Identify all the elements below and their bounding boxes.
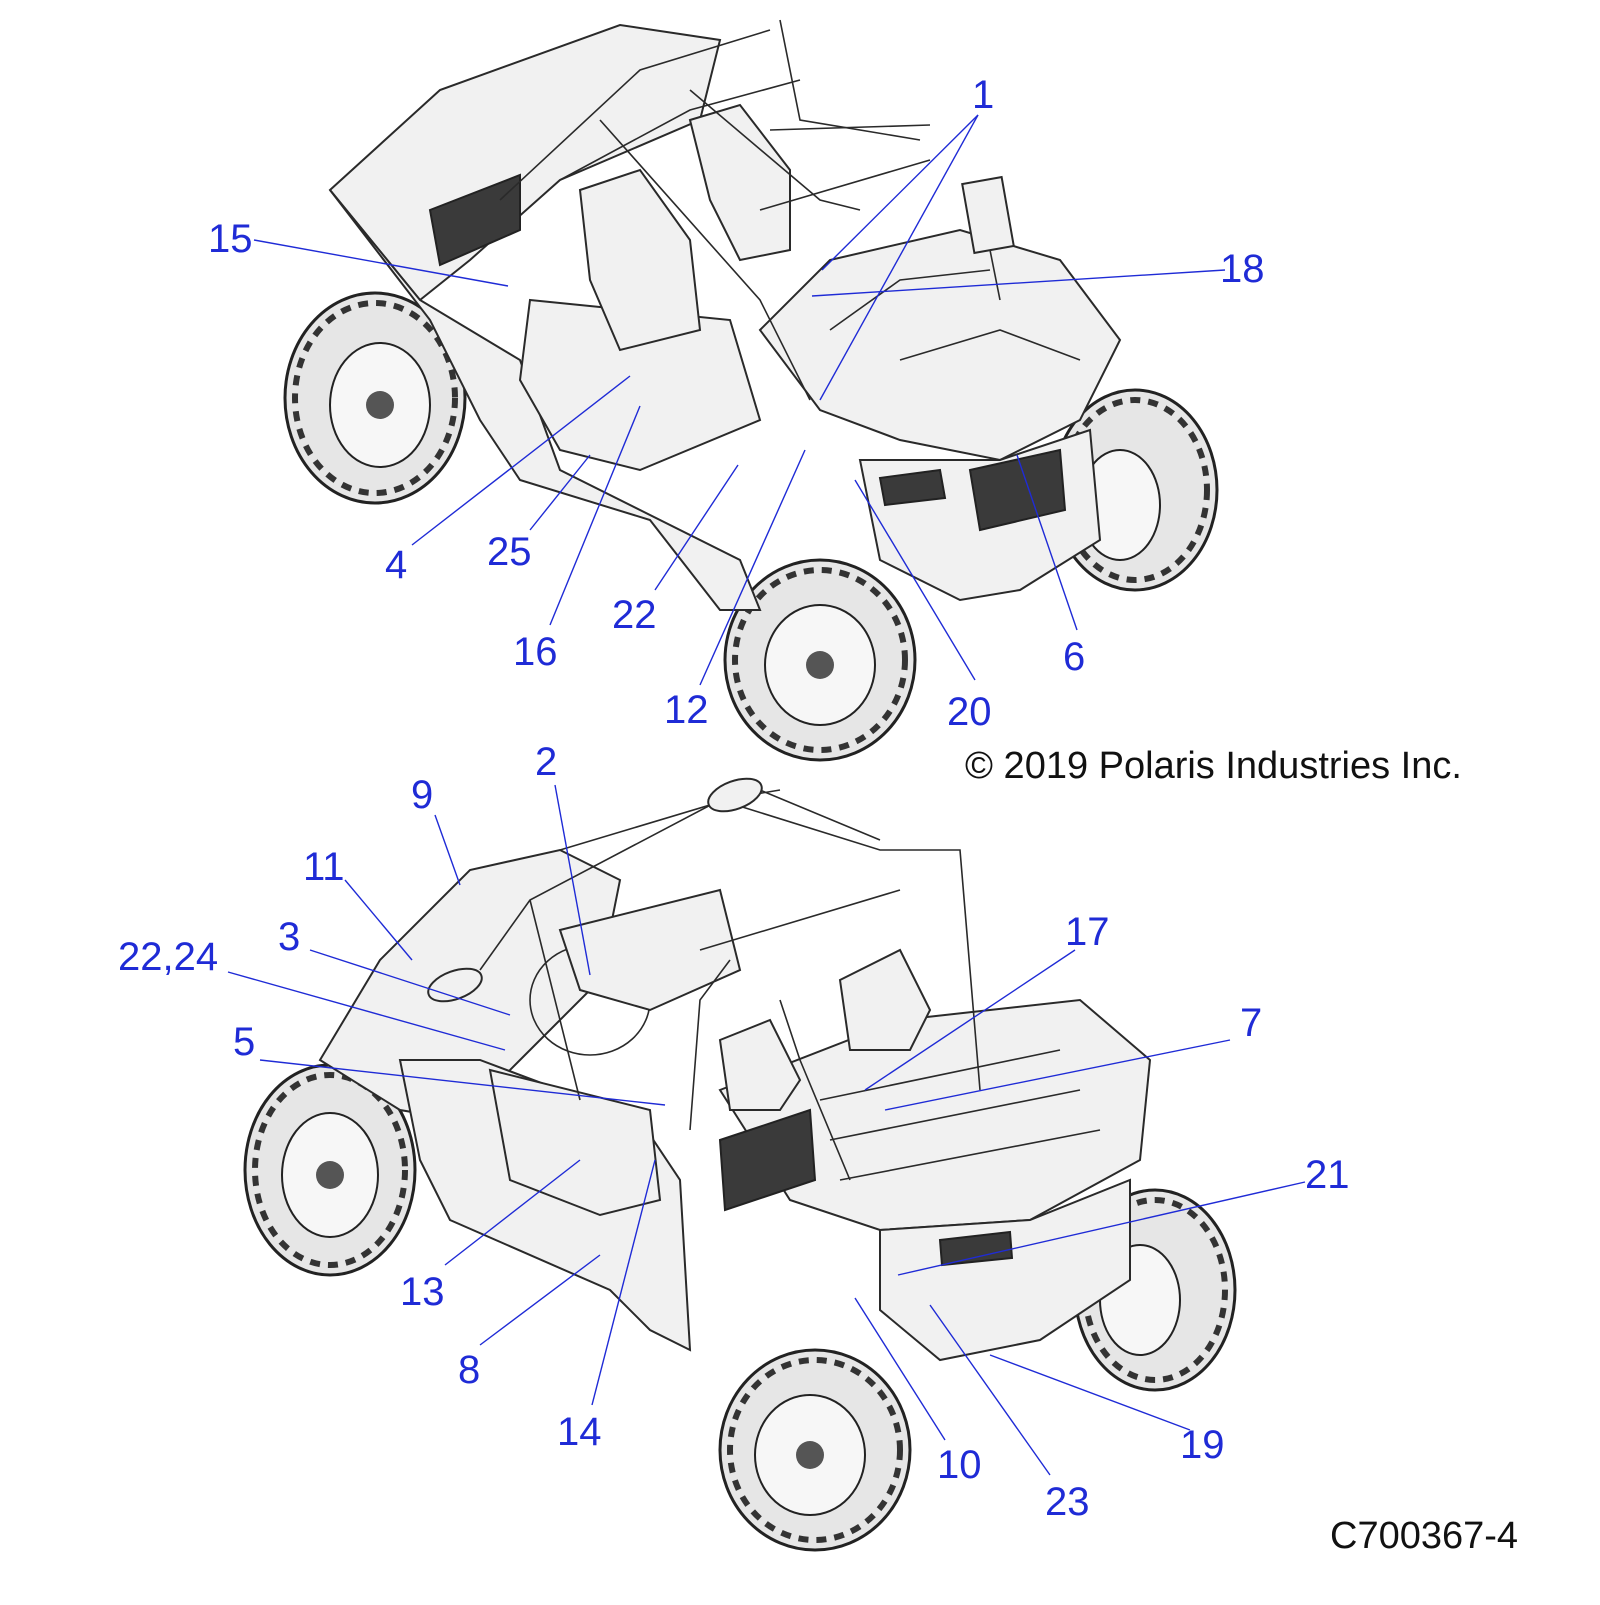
tail-light-bottom (938, 1230, 1014, 1267)
side-vent-bottom (718, 1108, 817, 1212)
roll-cage-bottom (479, 789, 981, 1181)
callout-label: 9 (411, 773, 433, 817)
seat-right-bottom (838, 948, 932, 1051)
roof-bars-top (759, 124, 931, 211)
leader-line-8 (479, 1254, 601, 1346)
leader-line-17 (864, 949, 1076, 1091)
seat-left-bottom (718, 1018, 802, 1111)
copyright-notice: © 2019 Polaris Industries Inc. (965, 745, 1462, 787)
callout-label: 18 (1220, 247, 1265, 291)
callout-label: 14 (557, 1410, 602, 1454)
leader-line-22-24 (227, 971, 506, 1051)
hood-lines-top (829, 269, 1081, 361)
leader-line-6 (1016, 454, 1078, 631)
leader-line-11 (344, 879, 413, 961)
callout-label: 13 (400, 1270, 445, 1314)
vehicle-top (283, 19, 1219, 762)
callout-label: 1 (972, 73, 994, 117)
callout-label: 12 (664, 688, 709, 732)
leader-line-9 (434, 814, 461, 886)
leader-line-13 (444, 1159, 581, 1266)
leader-line-4 (411, 375, 631, 546)
door-bottom (488, 1068, 662, 1217)
tire-bottom-left (243, 1063, 417, 1277)
callout-label: 11 (303, 845, 345, 889)
callout-label: 10 (937, 1443, 982, 1487)
callout-label: 2 (535, 740, 557, 784)
leader-line-21 (897, 1181, 1306, 1276)
leader-line-5 (259, 1059, 666, 1106)
cargo-bed-bottom (718, 998, 1152, 1232)
leader-line-19 (989, 1354, 1191, 1431)
callout-label: 4 (385, 543, 407, 587)
callout-label: 8 (458, 1348, 480, 1392)
callout-label: 3 (278, 915, 300, 959)
callout-label: 5 (233, 1020, 255, 1064)
leader-line-22 (654, 464, 739, 591)
leader-line-12 (699, 449, 806, 686)
tire-top-rear (283, 291, 467, 505)
callout-label: 20 (947, 690, 992, 734)
door-top (518, 298, 762, 472)
drawing-number: C700367-4 (1330, 1515, 1519, 1557)
rear-vent (428, 173, 521, 267)
tire-top-front-left (723, 558, 917, 762)
grille-top (968, 448, 1067, 532)
mirror-bottom-right (707, 777, 763, 813)
mirror-arm-top (989, 249, 1001, 301)
mirror-top (961, 175, 1015, 255)
leader-line-18 (811, 269, 1226, 297)
callout-label: 21 (1305, 1153, 1350, 1197)
callout-labels: 1 2 3 4 5 6 7 8 9 10 11 12 13 14 15 16 1… (118, 73, 1350, 1524)
roll-cage-top (499, 19, 921, 401)
seat-right-top (688, 103, 791, 262)
callout-label: 23 (1045, 1480, 1090, 1524)
headlight-top (878, 468, 947, 507)
callout-label: 7 (1240, 1001, 1262, 1045)
leader-line-3 (309, 949, 511, 1016)
hood-top (758, 228, 1122, 462)
leader-line-20 (854, 479, 976, 681)
leader-line-15 (253, 239, 509, 287)
leader-line-23 (929, 1304, 1051, 1476)
callout-label: 22 (612, 593, 657, 637)
vehicle-bottom (243, 777, 1237, 1552)
dash-bottom (558, 888, 742, 1012)
body-side-top (329, 189, 762, 611)
callout-label: 19 (1180, 1423, 1225, 1467)
leader-line-7 (884, 1039, 1231, 1111)
leader-line-14 (591, 1159, 656, 1406)
tire-bottom-front (718, 1348, 912, 1552)
bed-texture-bottom (819, 1049, 1101, 1181)
callout-label: 25 (487, 530, 532, 574)
rear-fascia-bottom (879, 1178, 1131, 1362)
leader-line-10 (854, 1297, 946, 1441)
leader-line-2 (554, 784, 591, 976)
callout-label: 22,24 (118, 935, 218, 979)
callout-label: 16 (513, 630, 558, 674)
seat-left-top (578, 168, 702, 352)
callout-label: 15 (208, 217, 253, 261)
callout-label: 17 (1065, 910, 1110, 954)
leader-line-1 (821, 114, 979, 271)
callout-lines (227, 114, 1306, 1476)
leader-line-16 (549, 405, 641, 626)
callout-label: 6 (1063, 635, 1085, 679)
leader-line-1b (819, 114, 979, 401)
leader-line-25 (529, 454, 591, 531)
